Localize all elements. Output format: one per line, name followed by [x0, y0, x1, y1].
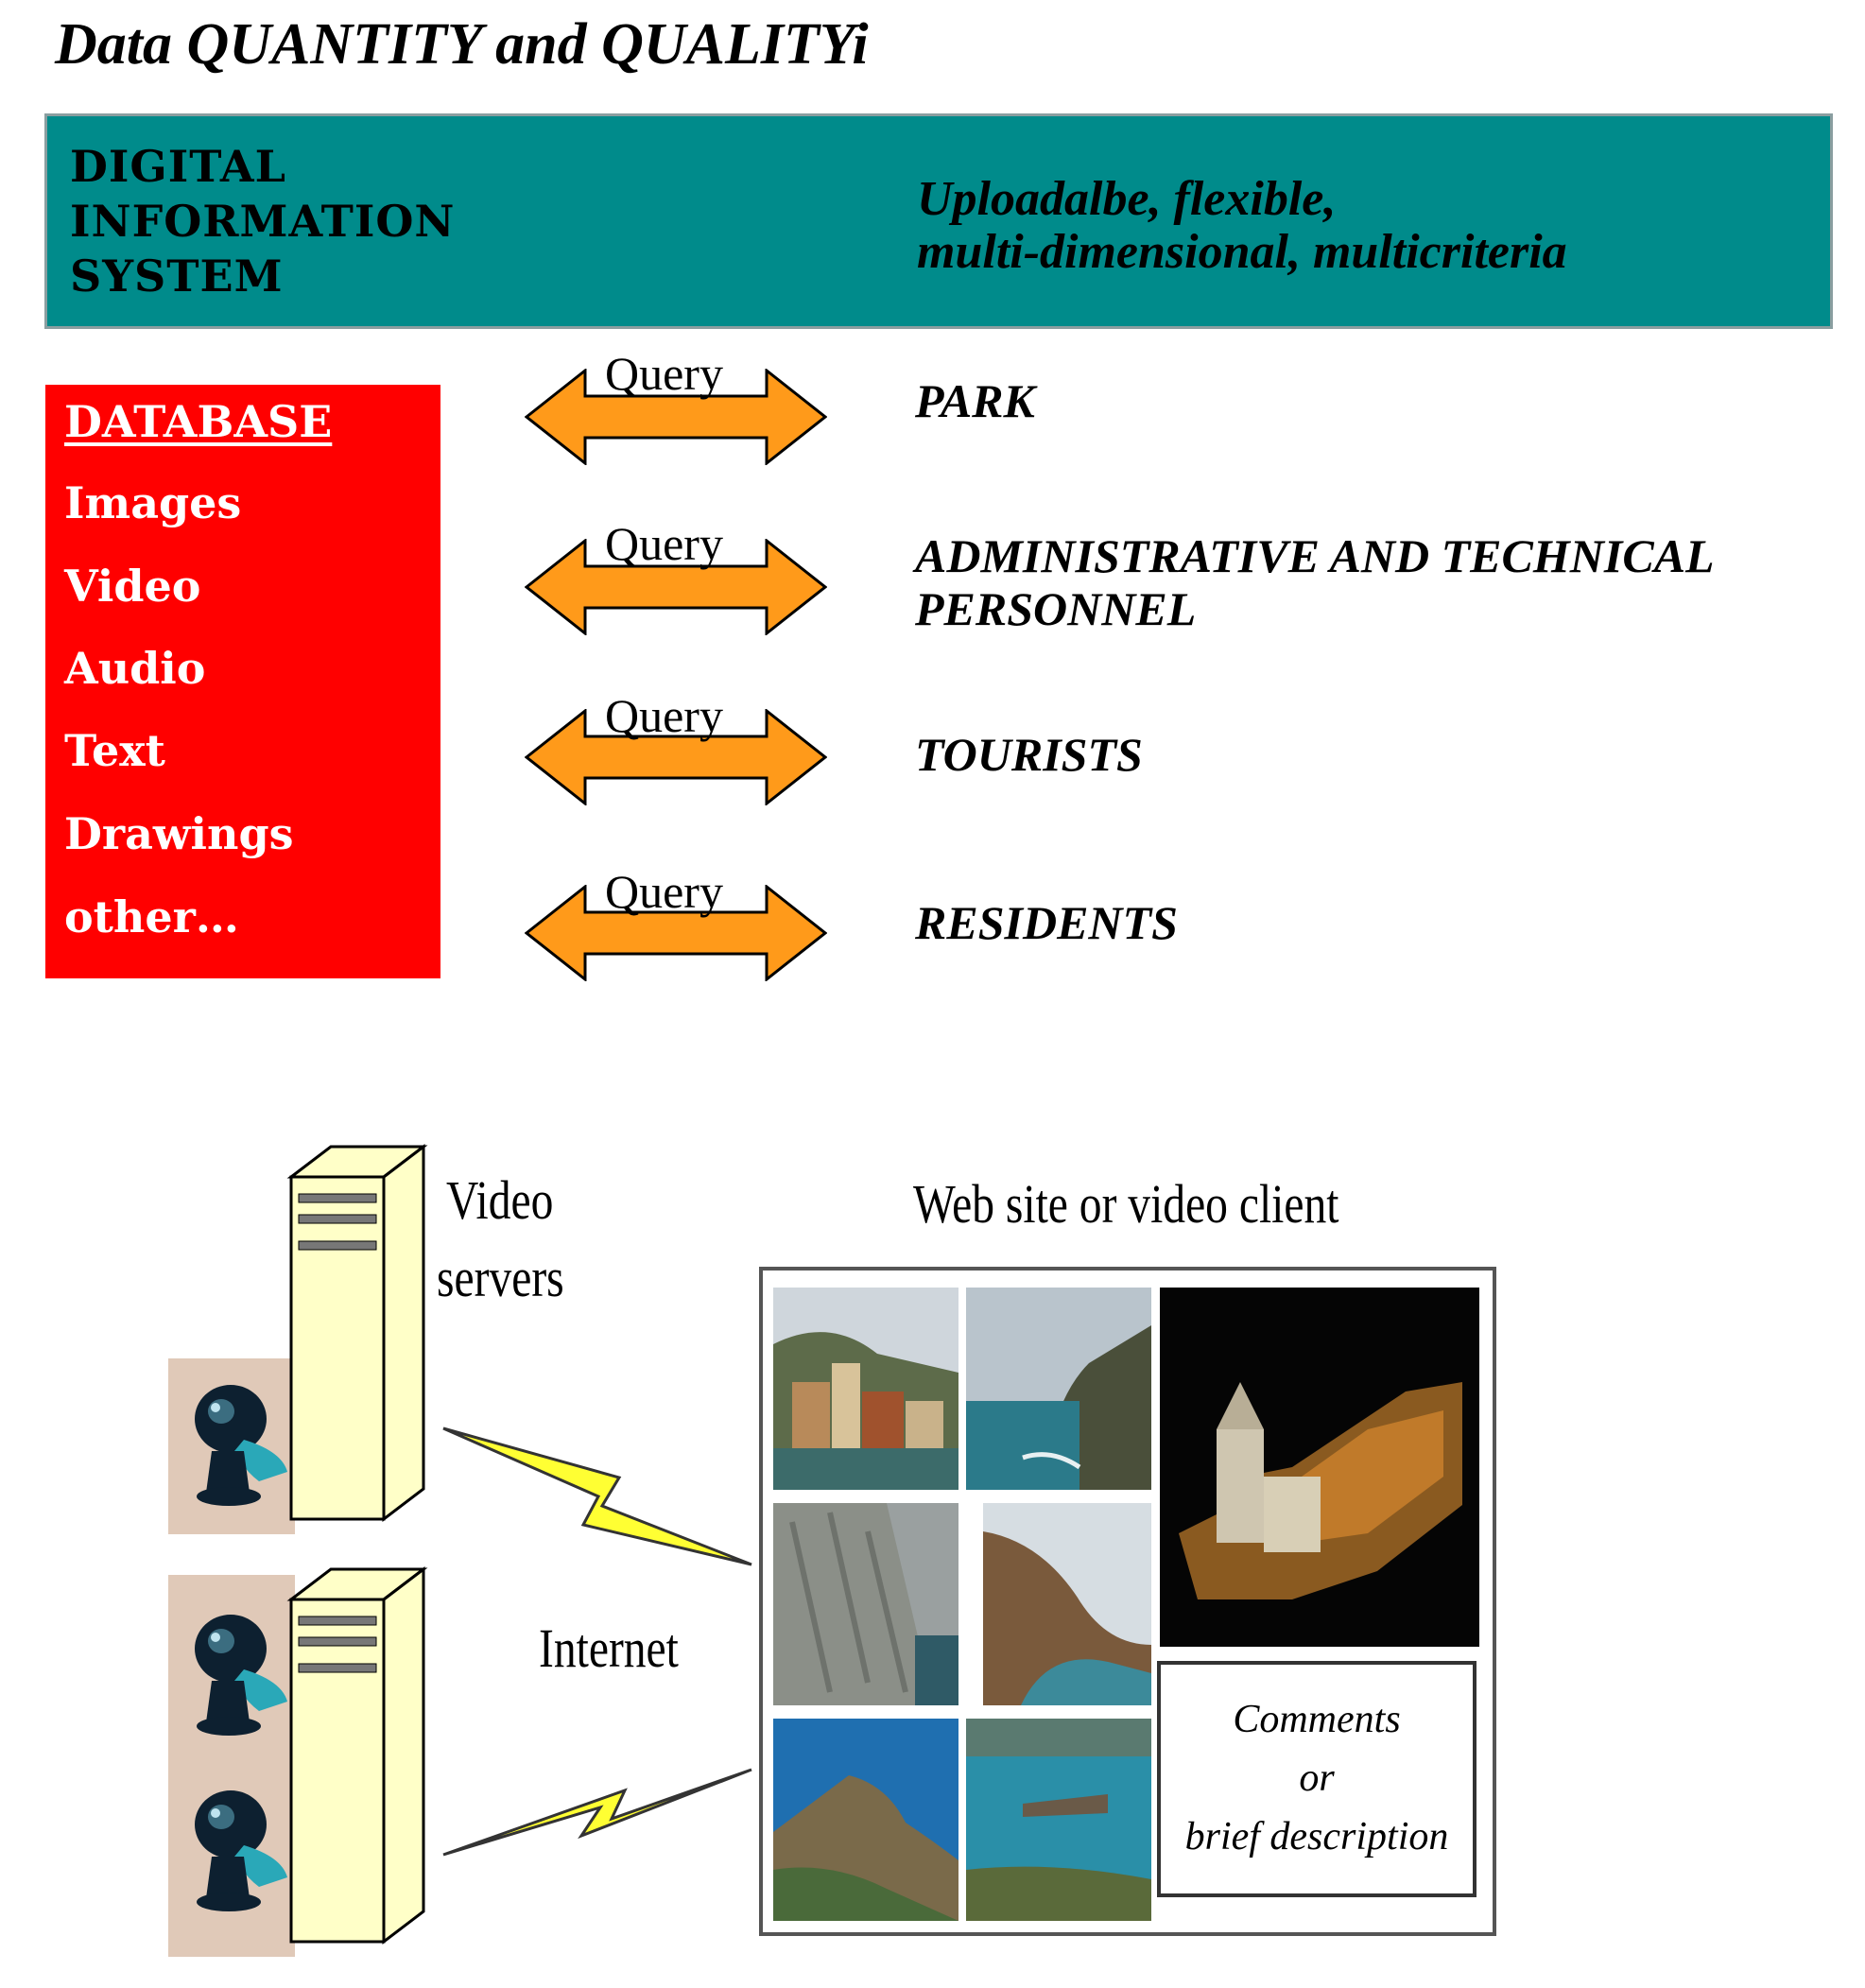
- database-item: other…: [64, 891, 239, 942]
- comments-line: brief description: [1184, 1815, 1449, 1858]
- system-banner: DIGITAL INFORMATION SYSTEM Uploadalbe, f…: [44, 113, 1833, 329]
- lightning-bolt-icon: [442, 1768, 752, 1857]
- audience-line: PERSONNEL: [915, 582, 1197, 635]
- webcam-icon: [195, 1790, 287, 1911]
- system-description: Uploadalbe, flexible, multi-dimensional,…: [917, 173, 1567, 279]
- double-arrow-icon: [525, 709, 827, 805]
- system-label-line: INFORMATION: [70, 196, 456, 247]
- database-item: Audio: [64, 643, 206, 694]
- video-server-bottom: [168, 1565, 428, 1957]
- system-label-line: DIGITAL: [70, 141, 286, 192]
- database-item: Drawings: [64, 808, 294, 859]
- audience-line: RESIDENTS: [915, 896, 1178, 949]
- video-server-top: [168, 1143, 428, 1534]
- query-label: Query: [605, 517, 723, 570]
- server-side-face: [382, 1143, 425, 1523]
- system-label: DIGITAL INFORMATION SYSTEM: [70, 139, 455, 303]
- client-title: Web site or video client: [913, 1173, 1339, 1235]
- audience-tourists: TOURISTS: [915, 728, 1143, 781]
- video-servers-line: Video: [446, 1169, 554, 1231]
- comments-line: Comments: [1233, 1698, 1401, 1741]
- photo-bay-thumbnail: [983, 1503, 1151, 1705]
- lightning-bolt-icon: [442, 1426, 752, 1566]
- photo-harbor-thumbnail: [966, 1719, 1151, 1921]
- comments-box: Comments or brief description: [1157, 1661, 1476, 1897]
- webcam-icon: [195, 1615, 287, 1736]
- photo-castle-night-thumbnail: [1160, 1288, 1479, 1647]
- audience-line: TOURISTS: [915, 728, 1143, 781]
- double-arrow-icon: [525, 539, 827, 635]
- system-description-line: Uploadalbe, flexible,: [917, 172, 1337, 226]
- database-item: Images: [64, 477, 242, 528]
- server-front-face: [289, 1175, 386, 1521]
- photo-cliff-thumbnail: [773, 1503, 958, 1705]
- video-servers-label: servers: [437, 1246, 564, 1309]
- photo-headland-thumbnail: [773, 1719, 958, 1921]
- system-label-line: SYSTEM: [70, 251, 284, 302]
- query-label: Query: [605, 689, 723, 742]
- system-description-line: multi-dimensional, multicriteria: [917, 225, 1567, 279]
- query-label: Query: [605, 865, 723, 918]
- audience-residents: RESIDENTS: [915, 896, 1178, 949]
- database-item: Text: [64, 725, 165, 776]
- database-box: DATABASE Images Video Audio Text Drawing…: [45, 385, 440, 978]
- double-arrow-icon: [525, 369, 827, 465]
- video-servers-label: Video: [446, 1168, 553, 1232]
- double-arrow-icon: [525, 885, 827, 981]
- internet-label: Internet: [539, 1617, 679, 1679]
- audience-personnel: ADMINISTRATIVE AND TECHNICAL PERSONNEL: [915, 529, 1715, 635]
- audience-line: ADMINISTRATIVE AND TECHNICAL: [915, 529, 1715, 582]
- video-servers-line: servers: [437, 1247, 564, 1308]
- query-label: Query: [605, 347, 723, 400]
- photo-village-thumbnail: [773, 1288, 958, 1490]
- page-title: Data QUANTITY and QUALITYi: [55, 12, 869, 77]
- audience-line: PARK: [915, 374, 1035, 427]
- audience-park: PARK: [915, 374, 1035, 427]
- comments-line: or: [1299, 1756, 1335, 1800]
- webcam-icon: [195, 1385, 287, 1506]
- database-title: DATABASE: [64, 396, 333, 447]
- database-item: Video: [64, 561, 201, 612]
- photo-coast-thumbnail: [966, 1288, 1151, 1490]
